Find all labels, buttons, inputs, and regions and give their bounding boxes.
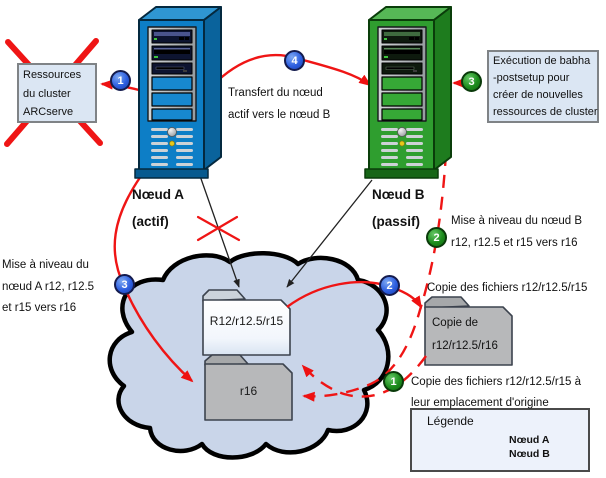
resources-box-line: du cluster — [23, 87, 71, 100]
folder-copy-label: Copie de r12/r12.5/r16 — [432, 317, 498, 352]
folder-original-label: R12/r12.5/r15 — [209, 314, 284, 328]
folder-original-icon — [202, 289, 291, 356]
resources-box-line: Ressources — [23, 69, 82, 81]
legend-item-node-b: Nœud B — [509, 448, 550, 460]
node-a-server-icon — [134, 6, 222, 179]
copy-origin-label: Copie des fichiers r12/r12.5/r15 à leur … — [411, 376, 582, 409]
upgrade-node-a-label: Mise à niveau du nœud A r12, r12.5 et r1… — [2, 259, 95, 314]
node-b-server-icon — [364, 6, 452, 179]
arrow-node-b-to-r16 — [302, 152, 448, 402]
folder-copy-icon — [424, 296, 513, 366]
legend-title: Légende — [427, 414, 474, 428]
folder-r16-icon — [204, 354, 293, 421]
broken-link-x-icon — [196, 215, 241, 242]
step-badge-green-3: 3 — [461, 71, 482, 92]
execution-note-line: Exécution de babha — [493, 55, 591, 67]
resources-box-line: ARCserve — [23, 106, 74, 118]
execution-note-line: ressources de cluster — [493, 106, 598, 118]
arrow-copy-to-origin — [301, 355, 427, 398]
step-badge-green-1: 1 — [383, 371, 404, 392]
node-a-label: Nœud A (actif) — [132, 187, 184, 229]
step-badge-blue-1: 1 — [110, 70, 131, 91]
upgrade-node-b-label: Mise à niveau du nœud B r12, r12.5 et r1… — [451, 215, 583, 249]
step-badge-green-2: 2 — [426, 227, 447, 248]
step-badge-blue-3: 3 — [114, 274, 135, 295]
step-badge-blue-2: 2 — [379, 275, 400, 296]
resources-box: Ressources du cluster ARCserve — [17, 63, 97, 123]
legend-box — [410, 408, 590, 472]
step-badge-blue-4: 4 — [284, 50, 305, 71]
copy-files-label: Copie des fichiers r12/r12.5/r15 — [427, 282, 588, 294]
folder-r16-label: r16 — [239, 384, 258, 398]
node-b-label: Nœud B (passif) — [372, 187, 425, 229]
execution-note: Exécution de babha -postsetup pour créer… — [487, 50, 599, 123]
legend-item-node-a: Nœud A — [509, 434, 550, 446]
execution-note-line: -postsetup pour — [493, 72, 570, 84]
execution-note-line: créer de nouvelles — [493, 89, 583, 101]
link-node-b-folder — [286, 179, 373, 288]
transfer-label: Transfert du nœud actif vers le nœud B — [228, 87, 331, 121]
